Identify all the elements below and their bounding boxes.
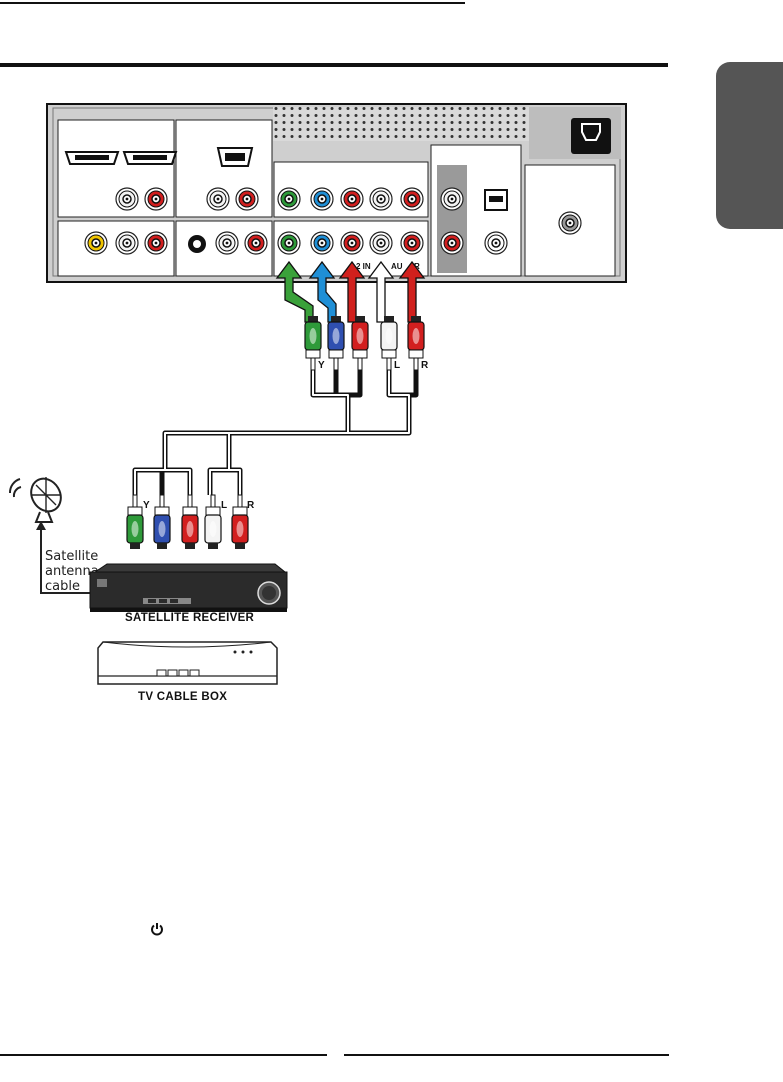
power-socket [571, 118, 611, 154]
plug-label-y-top: Y [318, 360, 325, 371]
composite-video-jack [84, 231, 108, 255]
arrow-red [338, 260, 366, 323]
audio-cable-path [226, 370, 412, 470]
rca-jack-white [115, 231, 139, 255]
plug-label-l-top: L [394, 360, 401, 371]
plug-label-y-bottom: Y [143, 500, 150, 511]
arrow-green [275, 260, 314, 323]
power-icon [151, 923, 163, 936]
satellite-cable-label-1: Satellite [45, 549, 99, 564]
satellite-receiver [89, 563, 288, 612]
satellite-dish-icon [9, 477, 90, 594]
rca-jack-white [215, 231, 239, 255]
rca-jack-red [440, 231, 464, 255]
s-video-port [188, 235, 206, 253]
rca-jack-white [440, 187, 464, 211]
rca-plug-green [126, 494, 144, 549]
rca-jack-red [244, 231, 268, 255]
tv-cable-box-label: TV CABLE BOX [138, 691, 228, 703]
component2-jack [340, 231, 364, 255]
footer-rule-left [0, 1054, 327, 1056]
component2-jack [277, 231, 301, 255]
vga-port [216, 147, 254, 167]
footer-rule-right [344, 1054, 669, 1056]
component1-jack [277, 187, 301, 211]
rca-plug-red [231, 494, 249, 549]
rca-jack-red [144, 187, 168, 211]
satellite-receiver-label: SATELLITE RECEIVER [125, 612, 255, 624]
arrow-red [398, 260, 426, 323]
rca-plug-red [407, 316, 425, 371]
antenna-input-jack [558, 211, 582, 235]
component1-jack [369, 187, 393, 211]
hdmi-port [64, 151, 120, 165]
hdmi-port [122, 151, 178, 165]
plug-label-l-bottom: L [221, 500, 228, 511]
rca-jack-red [235, 187, 259, 211]
plug-label-r-bottom: R [247, 500, 255, 511]
rca-plug-blue [327, 316, 345, 371]
component1-jack [400, 187, 424, 211]
rca-plug-blue [153, 494, 171, 549]
header-short-rule [0, 2, 465, 4]
audio-r-label: R [414, 262, 420, 271]
side-language-tab [716, 62, 783, 229]
component2-jack [369, 231, 393, 255]
component1-jack [340, 187, 364, 211]
rca-plug-red [181, 494, 199, 549]
rca-plug-white [204, 494, 222, 549]
component2-in-label: 2 IN [356, 262, 371, 271]
rca-jack-white [115, 187, 139, 211]
component-cable-path [162, 370, 351, 470]
rca-plug-red [351, 316, 369, 371]
arrow-blue [308, 260, 337, 323]
component2-jack [400, 231, 424, 255]
audio-label: AU [391, 262, 403, 271]
rca-plug-green [304, 316, 322, 371]
plug-label-r-top: R [421, 360, 429, 371]
arrow-white [367, 260, 395, 323]
component2-jack [310, 231, 334, 255]
digital-audio-jack [484, 231, 508, 255]
header-main-rule [0, 63, 668, 67]
rca-jack-red [144, 231, 168, 255]
ethernet-port [484, 189, 508, 211]
rca-jack-white [206, 187, 230, 211]
satellite-cable-label-2: antenna [45, 564, 99, 579]
satellite-cable-label-3: cable [45, 579, 80, 594]
component1-jack [310, 187, 334, 211]
tv-cable-box [97, 641, 278, 685]
rca-plug-white [380, 316, 398, 371]
